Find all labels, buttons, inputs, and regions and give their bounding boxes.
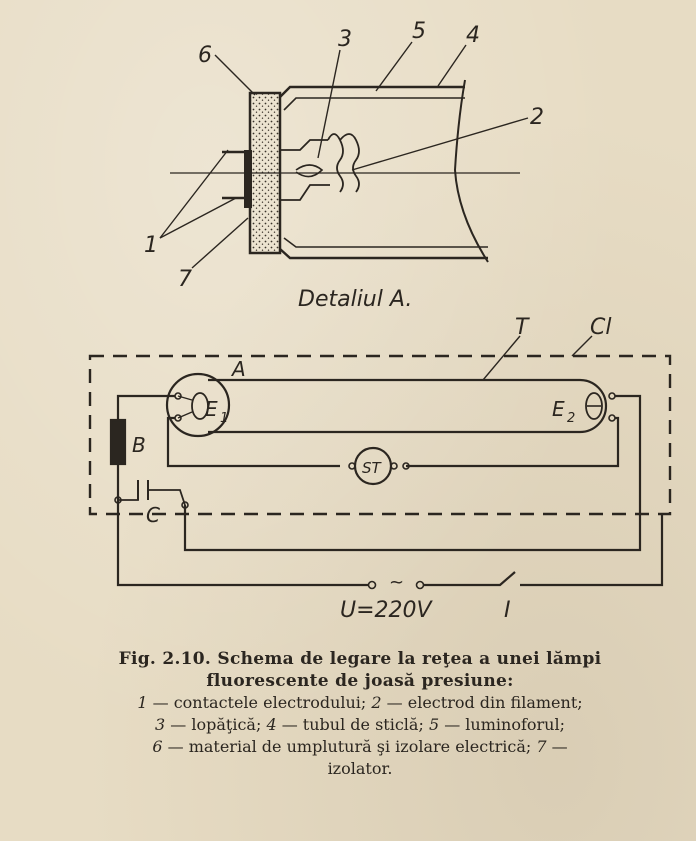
wire-e1-ballast bbox=[116, 394, 175, 420]
tube-break-line bbox=[453, 79, 489, 263]
leader-7 bbox=[191, 217, 249, 269]
legend-text-8: izolator. bbox=[327, 759, 393, 778]
label-i: I bbox=[504, 598, 511, 623]
wire-e1-starter bbox=[166, 416, 340, 468]
electrode-e2 bbox=[585, 392, 603, 420]
legend-line-2: 3 — lopăţică; 4 — tubul de sticlă; 5 — l… bbox=[70, 714, 650, 736]
detail-caption: Detaliul A. bbox=[298, 287, 412, 312]
leader-1a bbox=[159, 149, 229, 239]
wire-ballast-supply bbox=[116, 464, 368, 587]
label-cl: Cl bbox=[590, 315, 611, 340]
figure-title-line1: Fig. 2.10. Schema de legare la reţea a u… bbox=[118, 649, 602, 669]
leader-3 bbox=[317, 49, 341, 159]
label-2: 2 bbox=[530, 105, 544, 130]
legend-line-4: izolator. bbox=[70, 758, 650, 780]
legend-text-7: — bbox=[546, 737, 568, 756]
detail-a-labels: 6 3 5 4 2 1 7 Detaliul A. bbox=[144, 19, 544, 312]
luminaire-enclosure bbox=[88, 354, 672, 516]
label-tilde: ~ bbox=[389, 572, 404, 593]
figure-caption: Fig. 2.10. Schema de legare la reţea a u… bbox=[70, 648, 650, 780]
circuit-drawing bbox=[88, 335, 672, 590]
label-e1: E bbox=[205, 397, 218, 421]
label-5: 5 bbox=[412, 19, 426, 44]
label-b: B bbox=[132, 433, 146, 457]
label-t: T bbox=[515, 315, 530, 340]
circuit-labels: T Cl A E 1 E 2 B C ST ~ U=220V I bbox=[132, 315, 611, 623]
legend-text-3: — lopăţică; bbox=[165, 715, 267, 734]
scoop bbox=[295, 164, 324, 178]
label-6: 6 bbox=[198, 43, 212, 68]
label-a: A bbox=[230, 357, 246, 381]
legend-num-4: 4 bbox=[266, 715, 277, 734]
label-e2-sub: 2 bbox=[567, 411, 575, 426]
label-3: 3 bbox=[338, 27, 352, 52]
lamp-diagram: 6 3 5 4 2 1 7 Detaliul A. bbox=[88, 19, 672, 623]
glass-tube-bottom bbox=[279, 248, 488, 260]
capacitor-wire-right bbox=[148, 489, 186, 506]
detail-a-circle bbox=[165, 372, 231, 438]
label-voltage: U=220V bbox=[340, 598, 434, 623]
electrode-e1 bbox=[191, 392, 209, 420]
figure-title-line2: fluorescente de joasă presiune: bbox=[206, 671, 514, 691]
glass-tube-top bbox=[279, 85, 465, 98]
leader-1b bbox=[159, 197, 237, 239]
legend-num-5: 5 bbox=[428, 715, 440, 734]
legend-num-7: 7 bbox=[536, 737, 547, 756]
legend-text-4: — tubul de sticlă; bbox=[276, 715, 429, 734]
legend-num-2: 2 bbox=[371, 693, 382, 712]
legend-text-2: — electrod din filament; bbox=[381, 693, 583, 712]
wire-switch-enclosure bbox=[520, 514, 664, 587]
legend-num-6: 6 bbox=[152, 737, 163, 756]
legend-text-1: — contactele electrodului; bbox=[147, 693, 372, 712]
filament-coil bbox=[327, 133, 360, 193]
insulator bbox=[244, 150, 252, 208]
phosphor-bottom bbox=[283, 237, 488, 248]
fluorescent-tube bbox=[208, 378, 608, 434]
label-st: ST bbox=[362, 459, 383, 477]
wire-capacitor-e2 bbox=[183, 394, 642, 552]
label-e1-sub: 1 bbox=[220, 411, 228, 426]
label-1: 1 bbox=[144, 233, 158, 258]
leader-2 bbox=[351, 117, 529, 171]
legend-line-3: 6 — material de umplutură şi izolare ele… bbox=[70, 736, 650, 758]
detail-a-drawing bbox=[159, 41, 529, 269]
support-wire-bottom bbox=[280, 184, 330, 201]
label-4: 4 bbox=[466, 23, 480, 48]
legend-num-1: 1 bbox=[137, 693, 148, 712]
ballast-b bbox=[109, 418, 127, 466]
phosphor-top bbox=[283, 97, 465, 111]
legend-text-6: — material de umplutură şi izolare elect… bbox=[162, 737, 537, 756]
leader-4 bbox=[437, 44, 467, 87]
figure-legend: 1 — contactele electrodului; 2 — electro… bbox=[70, 692, 650, 780]
leader-5 bbox=[375, 41, 413, 92]
leader-6 bbox=[214, 54, 256, 96]
label-7: 7 bbox=[178, 267, 192, 292]
support-wire-top bbox=[280, 139, 328, 151]
legend-num-3: 3 bbox=[155, 715, 166, 734]
wire-starter-e2 bbox=[406, 416, 620, 468]
figure-title: Fig. 2.10. Schema de legare la reţea a u… bbox=[70, 648, 650, 692]
legend-line-1: 1 — contactele electrodului; 2 — electro… bbox=[70, 692, 650, 714]
label-e2: E bbox=[552, 397, 565, 421]
legend-text-5: — luminoforul; bbox=[439, 715, 565, 734]
switch-i bbox=[424, 571, 516, 587]
label-c: C bbox=[146, 503, 160, 527]
